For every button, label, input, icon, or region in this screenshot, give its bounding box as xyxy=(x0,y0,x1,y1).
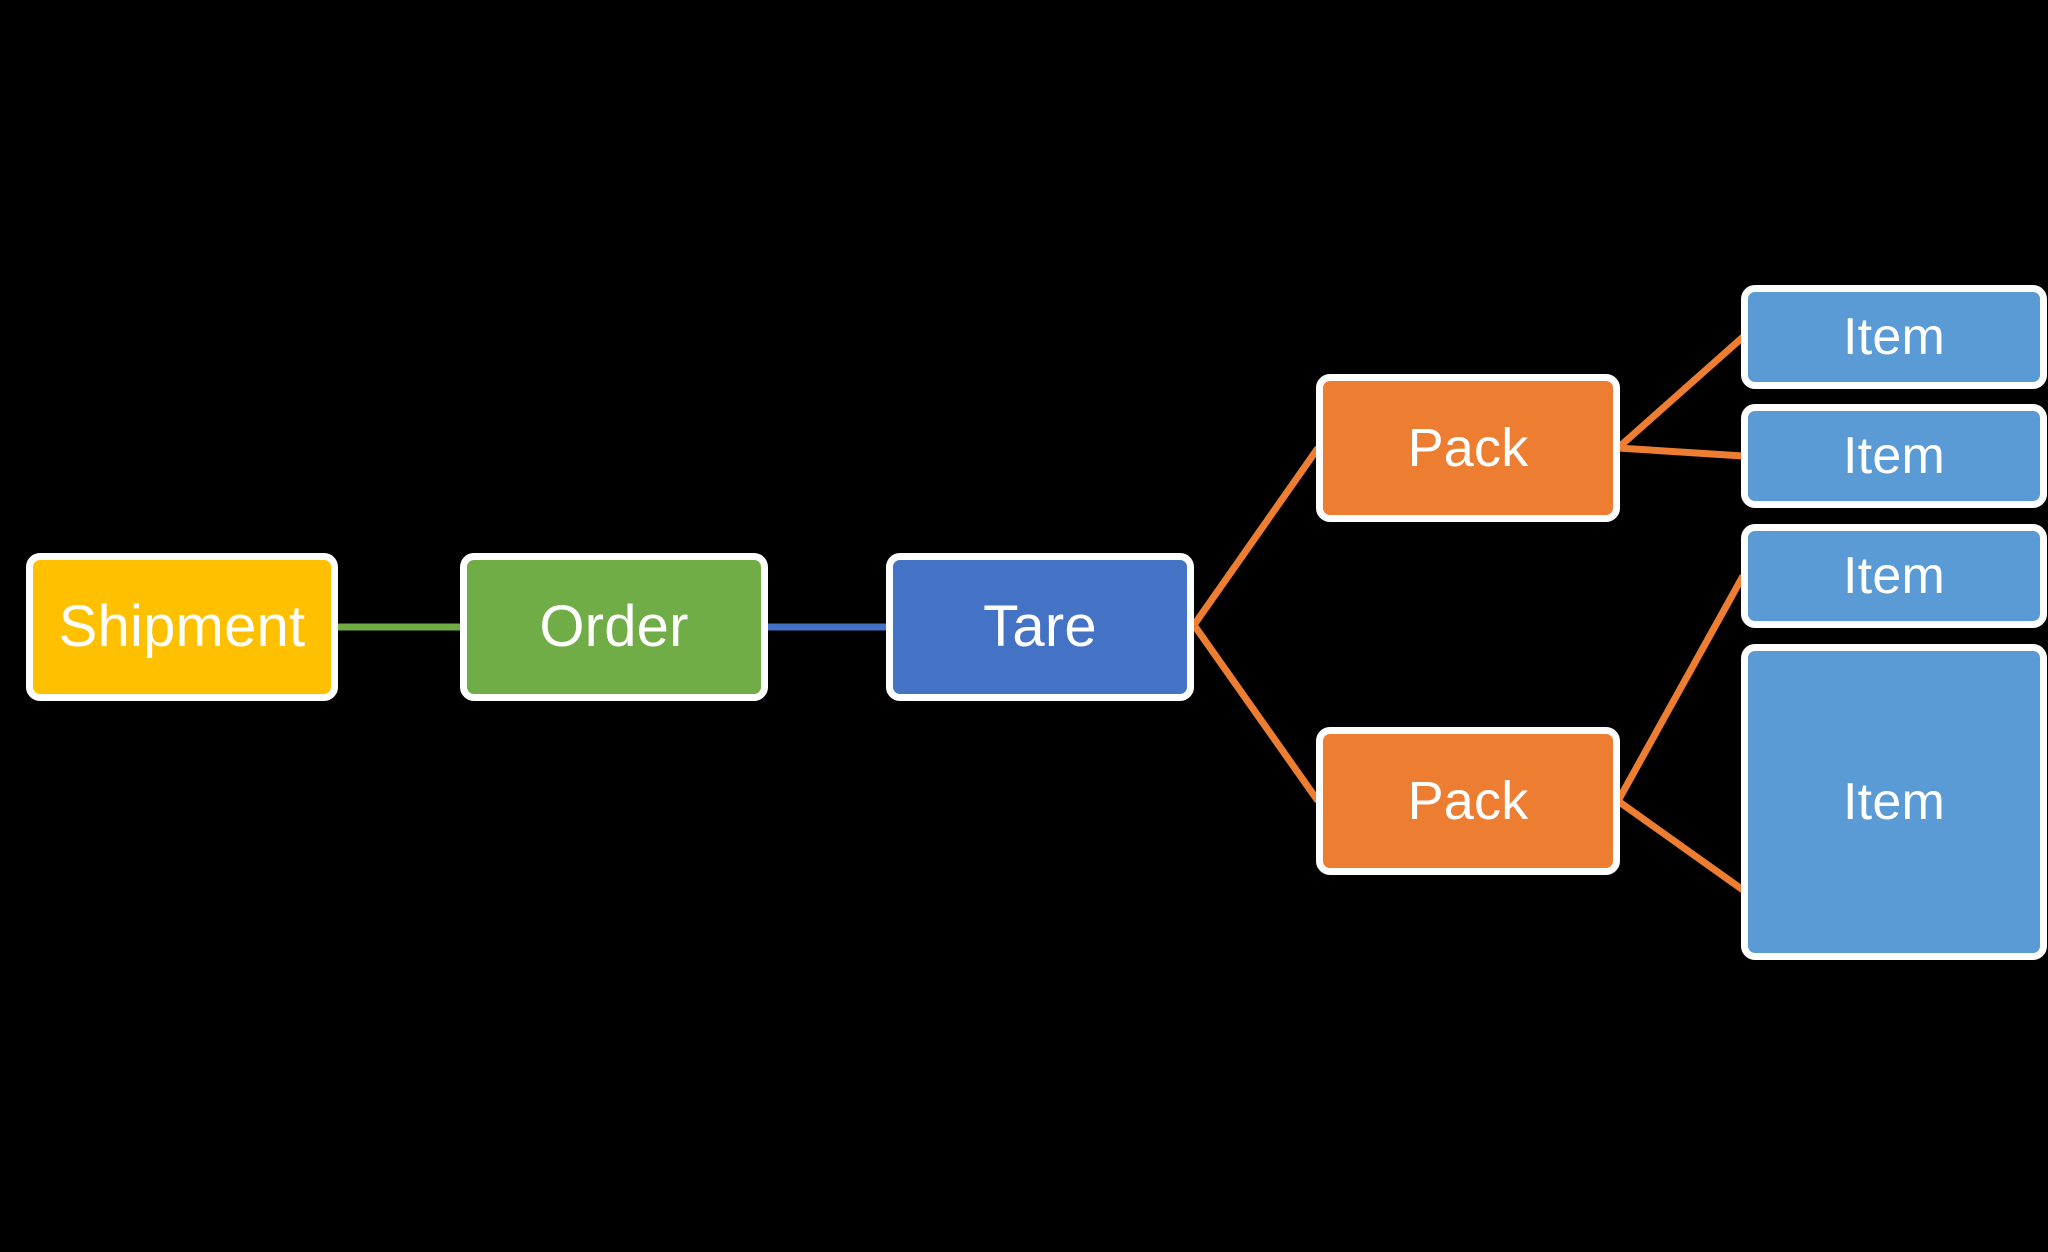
node-label-pack-1: Pack xyxy=(1407,418,1529,478)
edge-tare-to-pack-2 xyxy=(1191,622,1321,804)
node-label-tare: Tare xyxy=(983,594,1097,659)
node-label-order: Order xyxy=(539,594,689,659)
node-label-item-3: Item xyxy=(1843,547,1945,605)
node-label-item-4: Item xyxy=(1843,773,1945,831)
edge-pack-1-to-item-1 xyxy=(1615,334,1746,451)
node-pack-1[interactable]: Pack xyxy=(1316,374,1620,522)
edge-pack-1-to-item-2 xyxy=(1617,444,1744,460)
node-item-3[interactable]: Item xyxy=(1741,524,2047,628)
node-shipment[interactable]: Shipment xyxy=(26,553,338,701)
node-label-shipment: Shipment xyxy=(58,594,306,659)
node-order[interactable]: Order xyxy=(460,553,768,701)
node-label-item-1: Item xyxy=(1843,308,1945,366)
node-label-item-2: Item xyxy=(1843,427,1945,485)
node-item-2[interactable]: Item xyxy=(1741,404,2047,508)
edge-pack-2-to-item-4 xyxy=(1615,798,1746,893)
edge-tare-to-pack-1 xyxy=(1191,445,1321,628)
node-pack-2[interactable]: Pack xyxy=(1316,727,1620,875)
node-item-1[interactable]: Item xyxy=(1741,285,2047,389)
node-item-4[interactable]: Item xyxy=(1741,644,2047,960)
node-label-pack-2: Pack xyxy=(1407,771,1529,831)
edge-pack-2-to-item-3 xyxy=(1614,574,1747,803)
node-tare[interactable]: Tare xyxy=(886,553,1194,701)
